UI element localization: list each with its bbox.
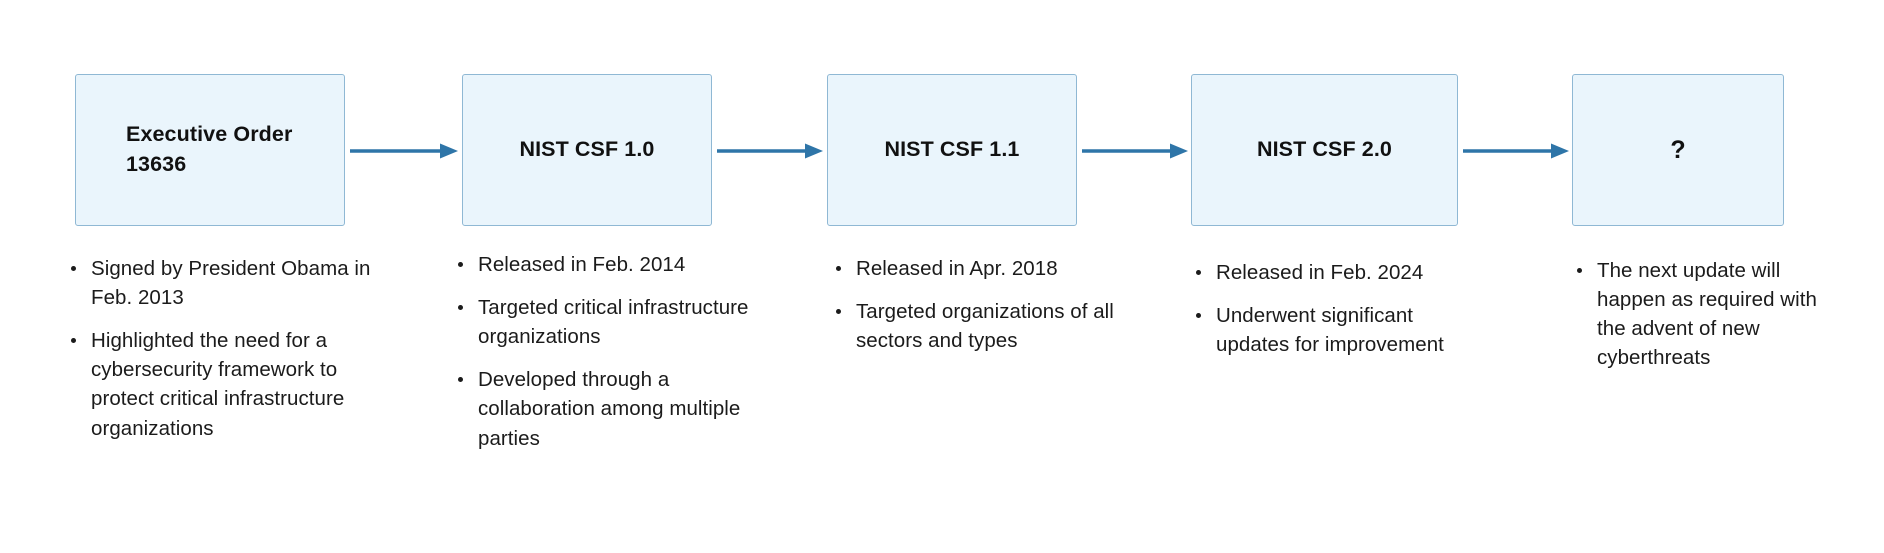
arrow-connector-2 [717, 141, 823, 161]
list-item: Released in Feb. 2024 [1190, 258, 1490, 287]
node-box-nist-csf-1-1[interactable]: NIST CSF 1.1 [827, 74, 1077, 226]
bullet-list-nist-csf-1-1: Released in Apr. 2018 Targeted organizat… [830, 254, 1130, 355]
list-item: Underwent significant updates for improv… [1190, 301, 1490, 359]
node-title-future-unknown: ? [1670, 135, 1686, 164]
node-title-line: Executive Order [126, 122, 293, 147]
list-item: Released in Feb. 2014 [452, 250, 752, 279]
node-box-executive-order-13636[interactable]: Executive Order 13636 [75, 74, 345, 226]
list-item: Targeted organizations of all sectors an… [830, 297, 1130, 355]
bullet-list-executive-order-13636: Signed by President Obama in Feb. 2013 H… [65, 254, 385, 443]
list-item: Developed through a collaboration among … [452, 365, 752, 452]
arrow-connector-3 [1082, 141, 1188, 161]
list-item: Signed by President Obama in Feb. 2013 [65, 254, 385, 312]
list-item: Targeted critical infrastructure organiz… [452, 293, 752, 351]
node-box-future-unknown[interactable]: ? [1572, 74, 1784, 226]
bullet-list-future-unknown: The next update will happen as required … [1571, 256, 1849, 372]
node-title-nist-csf-2-0: NIST CSF 2.0 [1256, 137, 1392, 162]
node-title-line: 13636 [126, 152, 187, 176]
node-title-nist-csf-1-0: NIST CSF 1.0 [519, 137, 655, 162]
node-box-nist-csf-2-0[interactable]: NIST CSF 2.0 [1191, 74, 1458, 226]
arrow-connector-1 [350, 141, 458, 161]
bullet-list-nist-csf-2-0: Released in Feb. 2024 Underwent signific… [1190, 258, 1490, 359]
node-title-executive-order-13636: Executive Order 13636 [126, 120, 292, 179]
list-item: Highlighted the need for a cybersecurity… [65, 326, 385, 442]
node-box-nist-csf-1-0[interactable]: NIST CSF 1.0 [462, 74, 712, 226]
arrow-connector-4 [1463, 141, 1569, 161]
list-item: The next update will happen as required … [1571, 256, 1849, 372]
list-item: Released in Apr. 2018 [830, 254, 1130, 283]
node-title-nist-csf-1-1: NIST CSF 1.1 [884, 137, 1020, 162]
bullet-list-nist-csf-1-0: Released in Feb. 2014 Targeted critical … [452, 250, 752, 453]
